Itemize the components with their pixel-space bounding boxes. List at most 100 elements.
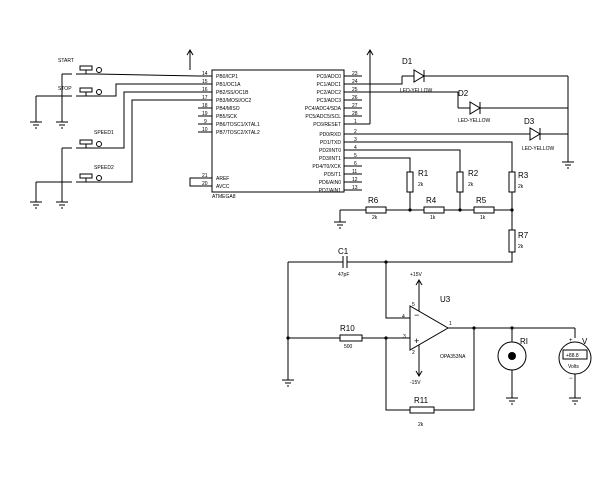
pin-label: PB6/TOSC1/XTAL1 [216, 122, 260, 128]
pin-num: 5 [354, 153, 357, 159]
start-switch: START [58, 58, 199, 122]
voltmeter-name: V [582, 337, 588, 346]
pin-num: 4 [354, 145, 357, 151]
capacitor-c1: C1 47pF [288, 247, 388, 278]
pin-num: 28 [352, 111, 358, 117]
pin-label: PC4/ADC4/SDA [305, 106, 342, 112]
pin-label: PD3/INT1 [319, 156, 341, 162]
pin-label: PB3/MOSI/OC2 [216, 98, 252, 104]
r11-name: R11 [414, 396, 429, 405]
speed2-label: SPEED2 [94, 165, 114, 171]
pin-label: PD2/INT0 [319, 148, 341, 154]
resistor-r2: R2 2k [456, 169, 479, 210]
chip-name: ATMEGA8 [212, 194, 236, 200]
r1-value: 2k [418, 182, 424, 188]
stop-label: STOP [58, 86, 72, 92]
d2-name: D2 [458, 89, 469, 98]
inverting-input-wire [385, 262, 410, 319]
resistor-r10: R10 500 [339, 324, 363, 350]
resistor-r7: R7 2k [386, 229, 529, 263]
opamp-plus: + [414, 336, 419, 346]
atmega8-chip: ATMEGA8 14 15 16 17 18 19 9 10 PB0/ICP1 … [186, 49, 374, 200]
pin-label: PC1/ADC1 [317, 82, 342, 88]
ground-icon [30, 121, 42, 129]
r10-value: 500 [344, 344, 353, 350]
ground-icon [56, 121, 68, 129]
voltmeter-unit: Volts [568, 364, 579, 370]
vcc-arrow-right [362, 49, 374, 125]
pin-num: 6 [354, 161, 357, 167]
opamp-pin: 3 [403, 334, 406, 340]
stop-switch: STOP [35, 83, 198, 122]
resistor-r11: R11 2k [409, 396, 435, 428]
d1-part: LED-YELLOW [400, 88, 433, 94]
pin-label: PB4/MISO [216, 106, 240, 112]
r4-name: R4 [426, 196, 437, 205]
pin-num: 24 [352, 79, 358, 85]
opamp-minus: − [414, 310, 419, 320]
pin-num: 3 [354, 137, 357, 143]
pin-num: 13 [352, 185, 358, 191]
pin-num: 17 [202, 95, 208, 101]
r3-name: R3 [518, 171, 529, 180]
r11-value: 2k [418, 422, 424, 428]
pin-num: 15 [202, 79, 208, 85]
speed1-label: SPEED1 [94, 130, 114, 136]
pin-num: 14 [202, 71, 208, 77]
vplus-label: +15V [410, 272, 422, 278]
opamp-pin: 2 [412, 350, 415, 356]
ground-icon [334, 210, 346, 229]
pin-num: 16 [202, 87, 208, 93]
pin-num: 18 [202, 103, 208, 109]
voltmeter-display: +88.8 [566, 353, 579, 359]
u3-name: U3 [440, 295, 451, 304]
ground-icon [30, 201, 42, 209]
r3-value: 2k [518, 184, 524, 190]
left-pin-group-analog: 21 20 AREF AVCC [198, 173, 230, 190]
r5-name: R5 [476, 196, 487, 205]
ri-name: RI [520, 337, 528, 346]
d3-part: LED-YELLOW [522, 146, 555, 152]
voltmeter: V + +88.8 Volts − [558, 328, 592, 405]
right-pin-group-d: PD0/RXD PD1/TXD PD2/INT0 PD3/INT1 PD4/T0… [312, 129, 362, 194]
pin-num: 27 [352, 103, 358, 109]
r2-name: R2 [468, 169, 479, 178]
pin-num: 10 [202, 127, 208, 133]
ground-icon [56, 201, 68, 209]
speed1-switch: SPEED1 [61, 91, 198, 202]
led-common-wire [562, 76, 574, 169]
d2-part: LED-YELLOW [458, 118, 491, 124]
pin-num: 9 [204, 119, 207, 125]
r6-value: 2k [372, 215, 378, 221]
led-d3: D3 LED-YELLOW [370, 117, 568, 152]
pin-label: PD7/AIN1 [319, 188, 341, 194]
opamp-pin: 5 [412, 302, 415, 308]
left-pin-group-b: 14 15 16 17 18 19 9 10 PB0/ICP1 PB1/OC1A… [198, 71, 260, 136]
pd1-wire [362, 141, 513, 172]
motor-ri: RI [497, 328, 528, 405]
pin-num: 2 [354, 129, 357, 135]
r7-value: 2k [518, 244, 524, 250]
pin-num: 11 [352, 169, 357, 175]
pin-label: AVCC [216, 184, 230, 190]
voltmeter-minus: − [569, 376, 573, 382]
pin-label: PD5/T1 [324, 172, 341, 178]
right-pin-group-c: PC0/ADC0 PC1/ADC1 PC2/ADC2 PC3/ADC3 PC4/… [305, 71, 362, 128]
vminus-label: -15V [410, 380, 421, 386]
pin-label: PD0/RXD [319, 132, 341, 138]
pin-num: 26 [352, 95, 358, 101]
opamp-pin: 4 [402, 314, 405, 320]
pin-label: PD6/AIN0 [319, 180, 341, 186]
resistor-r3: R3 2k [508, 171, 529, 230]
led-d1: D1 LED-YELLOW [362, 57, 568, 94]
resistor-r4: R4 1k [423, 196, 445, 221]
pin-label: PB2/SS/OC1B [216, 90, 249, 96]
pd2-wire [362, 149, 461, 172]
pin-label: PD4/T0/XCK [312, 164, 341, 170]
opamp-u3: U3 − + 4 3 1 5 2 OPA353NA +15V -15V [402, 272, 466, 386]
opamp-part: OPA353NA [440, 354, 466, 360]
pin-label: PC6/RESET [313, 122, 341, 128]
pin-label: PC2/ADC2 [317, 90, 342, 96]
r5-value: 1k [480, 215, 486, 221]
